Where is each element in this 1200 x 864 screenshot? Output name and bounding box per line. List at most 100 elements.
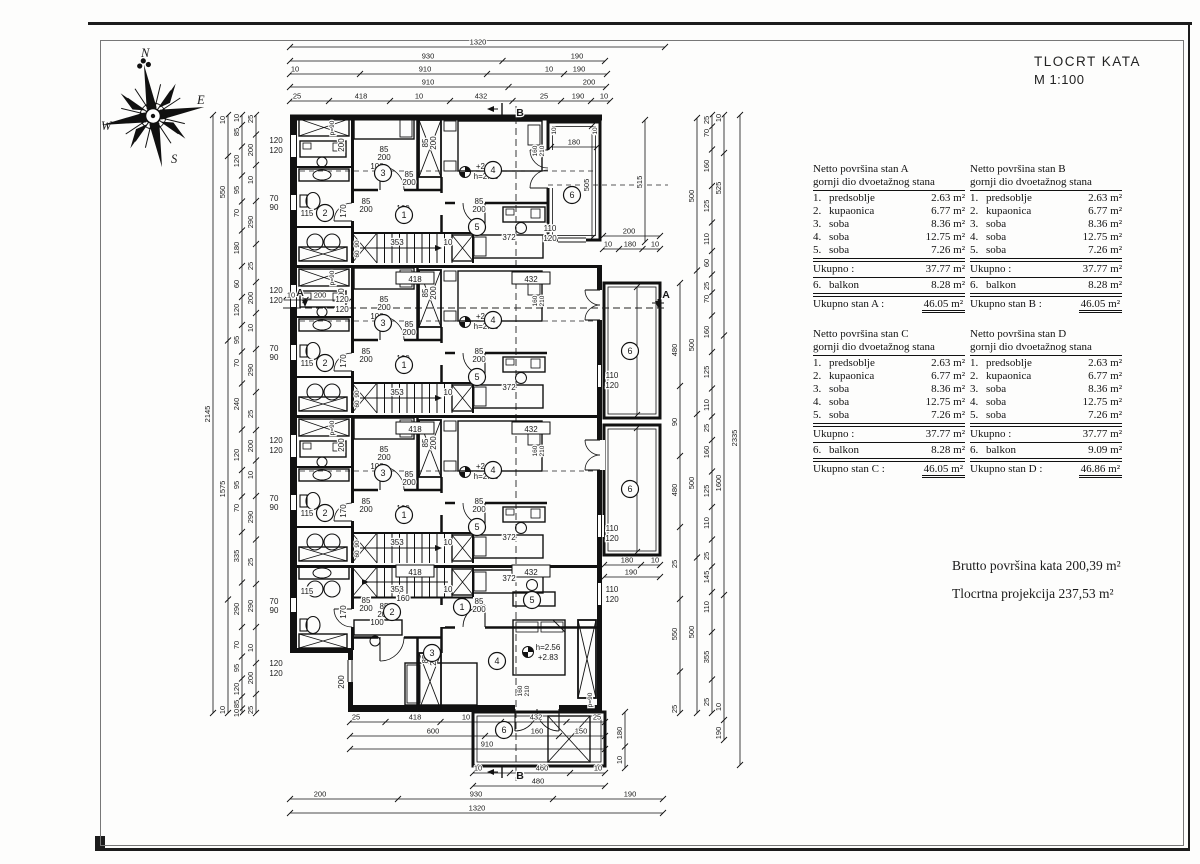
dim-text: 290	[246, 600, 255, 613]
room-number: 2	[322, 208, 327, 218]
dim-text: 910	[481, 740, 494, 749]
dim-text: 85	[232, 700, 241, 708]
room-circle	[394, 505, 414, 525]
dim-text: 10	[232, 709, 241, 717]
projection-area-text: Tlocrtna projekcija 237,53 m²	[952, 586, 1114, 601]
dim-label: 200	[359, 505, 373, 514]
dim-label: 90	[354, 390, 361, 398]
row-number: 3.	[970, 383, 979, 395]
room-circle	[562, 185, 582, 205]
dim-text: 10	[291, 65, 299, 74]
dim-label: 85	[380, 445, 389, 454]
dim-label: 60	[354, 550, 361, 558]
row-number: 5.	[970, 244, 979, 256]
dim-label: A	[662, 289, 670, 301]
table-title: Netto površina stan A	[813, 163, 909, 175]
dim-label: 10	[551, 127, 558, 135]
dim-label: 85	[380, 295, 389, 304]
room-number: 3	[380, 168, 385, 178]
dim-label: 85	[475, 497, 484, 506]
dim-label: 110	[606, 524, 619, 533]
room-area: 8.28 m²	[1088, 279, 1122, 291]
dim-text: 180	[621, 556, 634, 565]
dim-text: 10	[600, 92, 608, 101]
right-wall-b	[584, 415, 605, 565]
row-number: 3.	[813, 218, 822, 230]
table-rule	[970, 355, 1122, 356]
dim-text: 200	[246, 440, 255, 453]
dim-label: 170	[339, 504, 348, 518]
dim-label: 120	[269, 136, 283, 145]
room-number: 4	[490, 465, 495, 475]
dim-text: 190	[573, 65, 586, 74]
ukupno-row: Ukupno :37.77 m²	[813, 428, 965, 441]
dim-text: 10	[615, 756, 624, 764]
dim-text: 70	[702, 295, 711, 303]
room-circle	[315, 503, 335, 523]
v-dim-chain: 2335	[729, 111, 744, 769]
row-number: 3.	[813, 383, 822, 395]
v-dim-chain: 515	[634, 116, 649, 246]
dim-label: h=2.56	[474, 172, 499, 181]
table-rule	[970, 293, 1122, 297]
dim-text: 505	[582, 179, 591, 192]
compass-rose: N E S W	[101, 46, 205, 168]
dim-text: 290	[232, 603, 241, 616]
dim-text: 460	[536, 764, 549, 773]
room-circle	[315, 203, 335, 223]
dim-label: h=2.56	[536, 643, 561, 652]
dim-text: 120	[232, 449, 241, 462]
dim-text: 2335	[730, 430, 739, 447]
total-row: Ukupno stan A :46.05 m²	[813, 298, 965, 313]
room-name: soba	[829, 383, 850, 395]
row-number: 2.	[813, 205, 822, 217]
dim-label: 120	[605, 595, 619, 604]
dim-text: 500	[687, 339, 696, 352]
dim-text: 190	[714, 727, 723, 740]
total-value: 46.86 m²	[1078, 463, 1122, 478]
dim-label: 60	[354, 250, 361, 258]
row-number: 4.	[813, 396, 822, 408]
room-number: 1	[459, 602, 464, 612]
dim-text: 10	[604, 240, 612, 249]
dim-text: 10	[545, 65, 553, 74]
dim-label: 210	[539, 145, 546, 156]
room-area: 12.75 m²	[925, 396, 965, 408]
dim-text: 70	[232, 641, 241, 649]
dim-text: 1600	[714, 475, 723, 492]
table-rule	[813, 190, 965, 191]
dim-label: 418	[408, 425, 422, 434]
row-number: 1.	[813, 357, 822, 369]
room-circle	[483, 160, 503, 180]
dim-label: 90	[354, 540, 361, 548]
dim-text: 432	[530, 713, 543, 722]
dim-text: 150	[575, 727, 588, 736]
dim-text: 1575	[218, 481, 227, 498]
dim-text: 25	[702, 552, 711, 560]
dim-label: 70	[270, 344, 279, 353]
dim-label: 10	[444, 538, 453, 547]
balcony-d	[471, 710, 607, 768]
room-name: kupaonica	[986, 205, 1032, 217]
room-circle	[382, 602, 402, 622]
dim-label: 115	[301, 359, 314, 368]
room-area: 6.77 m²	[931, 205, 965, 217]
dim-text: 25	[246, 262, 255, 270]
dim-text: 25	[593, 713, 601, 722]
room-area: 7.26 m²	[931, 409, 965, 421]
dim-text: 180	[232, 242, 241, 255]
room-name: kupaonica	[829, 205, 875, 217]
dim-label: 120	[543, 234, 557, 243]
ukupno-row: Ukupno :37.77 m²	[970, 428, 1122, 441]
h-dim-chain: 200	[599, 226, 664, 240]
